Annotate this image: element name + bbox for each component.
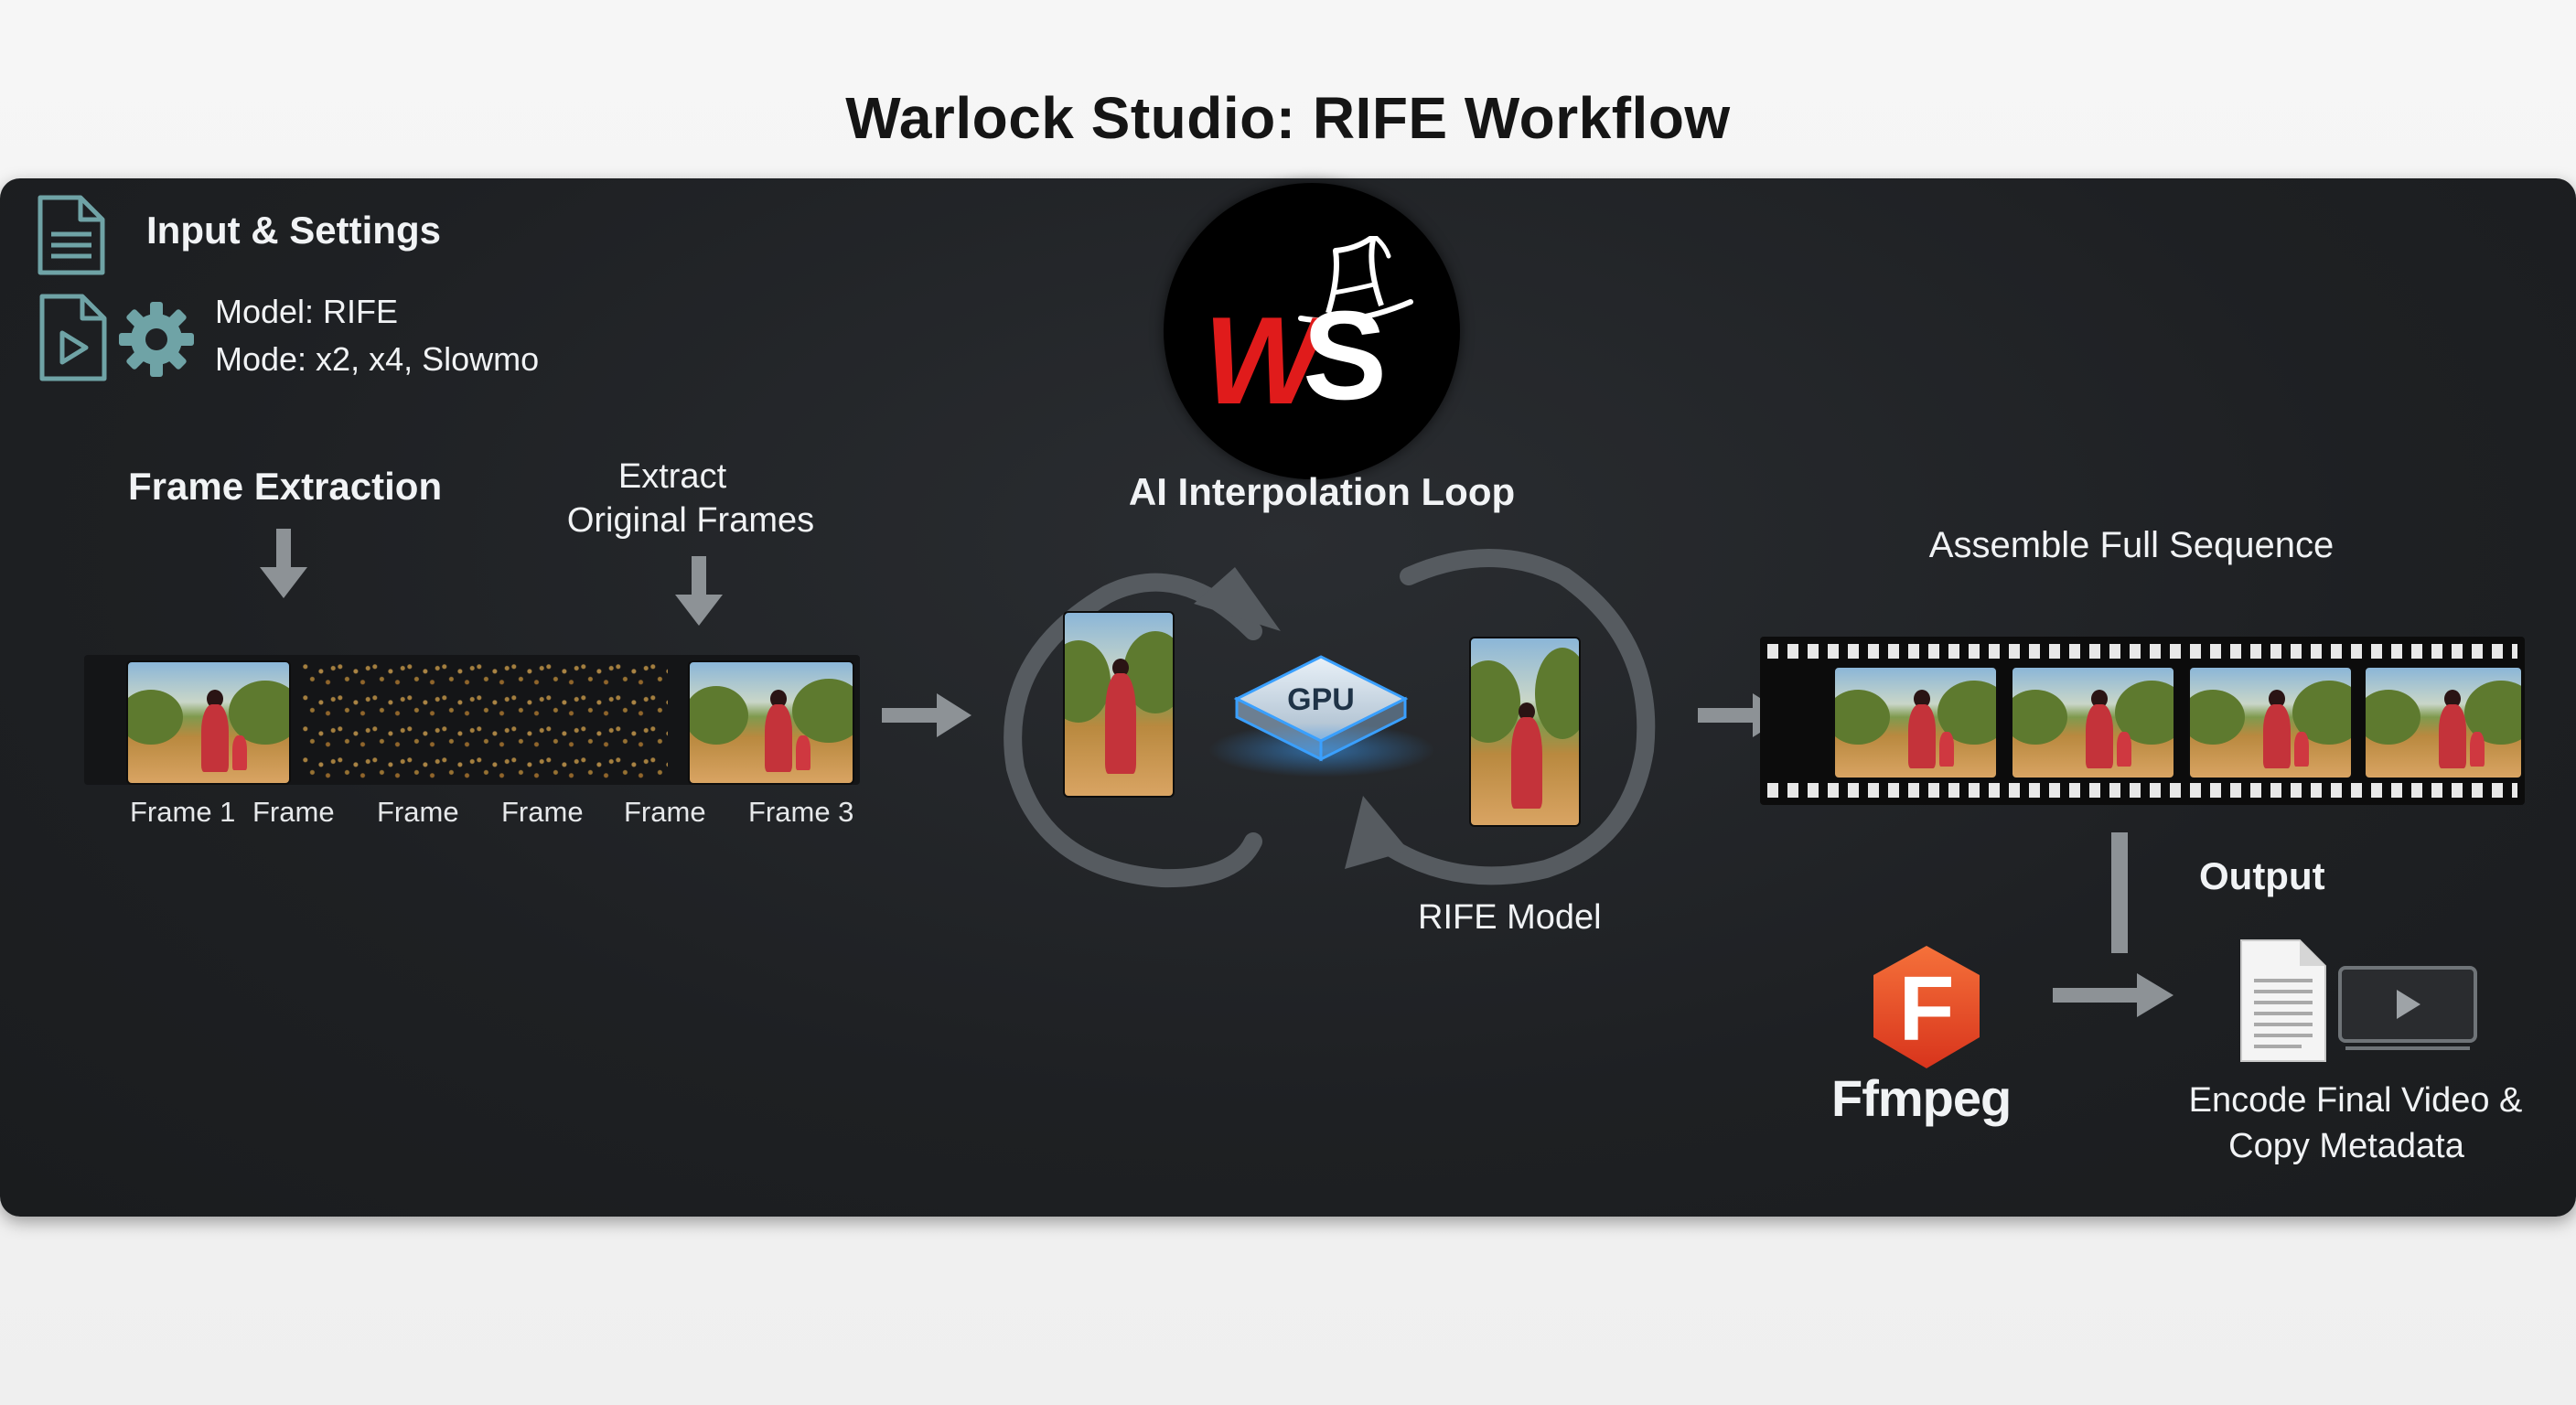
interpolation-frame-right bbox=[1469, 637, 1581, 827]
output-heading: Output bbox=[2199, 854, 2325, 897]
frame-label: Frame 3 bbox=[748, 796, 854, 828]
encode-line-1: Encode Final Video & bbox=[2188, 1081, 2523, 1120]
frame-label: Frame bbox=[501, 796, 584, 828]
down-arrow-icon bbox=[675, 556, 723, 626]
ffmpeg-label: Ffmpeg bbox=[1831, 1069, 2012, 1127]
filmstrip-perforations-top bbox=[1767, 644, 2517, 659]
filmstrip-frame bbox=[1833, 666, 1998, 779]
ffmpeg-logo-letter: F bbox=[1898, 958, 1955, 1060]
right-arrow-icon bbox=[2053, 973, 2174, 1017]
gpu-label: GPU bbox=[1287, 682, 1355, 717]
extract-label-line2: Original Frames bbox=[566, 501, 815, 540]
logo-letter-s: S bbox=[1303, 285, 1388, 426]
encode-line-2: Copy Metadata bbox=[2228, 1127, 2464, 1165]
mode-setting-text: Mode: x2, x4, Slowmo bbox=[215, 340, 540, 378]
vertical-connector bbox=[2111, 832, 2128, 953]
filmstrip-perforations-bottom bbox=[1767, 783, 2517, 798]
ffmpeg-logo bbox=[1873, 946, 1980, 1068]
input-settings-heading: Input & Settings bbox=[146, 209, 441, 252]
frame-extraction-heading: Frame Extraction bbox=[128, 465, 443, 508]
filmstrip-frame bbox=[2364, 666, 2523, 779]
filmstrip-frame bbox=[2188, 666, 2353, 779]
frame-thumbnail bbox=[688, 660, 854, 785]
video-file-icon bbox=[39, 294, 107, 381]
filmstrip bbox=[1760, 637, 2525, 805]
interpolation-frame-left bbox=[1063, 611, 1175, 798]
interpolated-particles bbox=[302, 660, 668, 781]
frame-label: Frame bbox=[624, 796, 706, 828]
output-document-icon bbox=[2240, 939, 2326, 1062]
warlock-logo: W S bbox=[1164, 183, 1460, 479]
interpolation-loop-arrows bbox=[1004, 549, 1656, 888]
rife-model-label: RIFE Model bbox=[1418, 898, 1602, 937]
down-arrow-icon bbox=[260, 529, 307, 598]
page-title: Warlock Studio: RIFE Workflow bbox=[845, 85, 1731, 151]
wizard-hat-icon bbox=[1298, 236, 1413, 324]
gpu-glow bbox=[1208, 723, 1436, 778]
logo-letter-w: W bbox=[1204, 291, 1321, 430]
frame-thumbnail bbox=[126, 660, 291, 785]
document-icon bbox=[38, 195, 105, 275]
filmstrip-frame bbox=[2011, 666, 2175, 779]
right-arrow-icon bbox=[882, 693, 971, 737]
model-setting-text: Model: RIFE bbox=[215, 293, 399, 330]
video-player-icon bbox=[2338, 966, 2477, 1050]
interpolation-heading: AI Interpolation Loop bbox=[1128, 470, 1516, 513]
gear-icon bbox=[119, 302, 194, 377]
assemble-heading: Assemble Full Sequence bbox=[1928, 525, 2334, 565]
frame-label: Frame bbox=[252, 796, 335, 828]
extract-label-line1: Extract bbox=[617, 457, 727, 496]
frame-label: Frame 1 bbox=[130, 796, 236, 828]
frame-label: Frame bbox=[377, 796, 459, 828]
